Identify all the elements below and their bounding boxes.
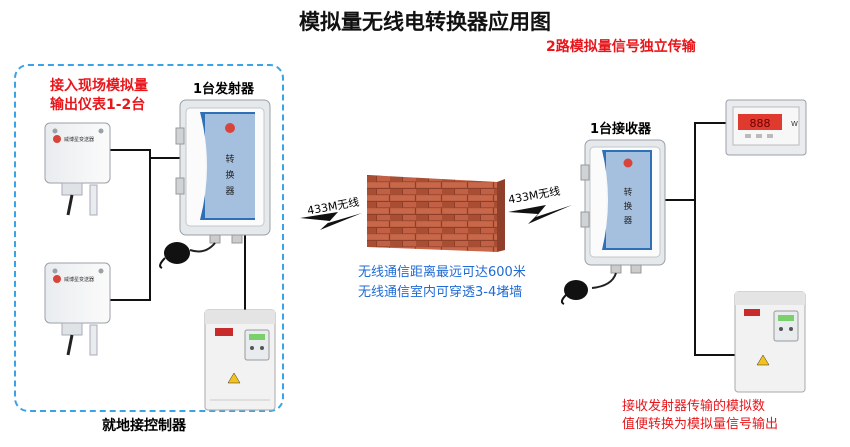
sensor-device-1: 威博星变送器 bbox=[44, 122, 111, 216]
transmitter-text-3: 器 bbox=[225, 186, 234, 197]
antenna-left bbox=[159, 242, 190, 269]
controller-right bbox=[734, 291, 806, 393]
receiver-text-3: 器 bbox=[624, 216, 633, 226]
receiver-label: 1台接收器 bbox=[590, 122, 652, 137]
wireless-note-line1: 无线通信距离最远可达600米 bbox=[358, 265, 526, 280]
local-area-frame bbox=[14, 64, 284, 412]
page-title: 模拟量无线电转换器应用图 bbox=[299, 10, 551, 34]
transmitter-label: 1台发射器 bbox=[193, 82, 255, 97]
brick-wall bbox=[367, 175, 505, 252]
transmitter-text-2: 换 bbox=[225, 169, 234, 181]
receiver-text-2: 换 bbox=[624, 201, 633, 212]
lightning-bolt-right bbox=[508, 205, 572, 224]
controller-left bbox=[204, 309, 276, 411]
sensor-brand-2: 威博星变送器 bbox=[64, 276, 94, 283]
input-note-line2: 输出仪表1-2台 bbox=[50, 97, 146, 113]
antenna-right bbox=[560, 280, 588, 305]
input-note-line1: 接入现场模拟量 bbox=[50, 78, 148, 94]
output-note-line1: 接收发射器传输的模拟数 bbox=[622, 399, 766, 414]
svg-text:888: 888 bbox=[750, 117, 771, 130]
receiver-text-1: 转 bbox=[624, 187, 633, 198]
subtitle: 2路模拟量信号独立传输 bbox=[546, 39, 696, 55]
transmitter-text-1: 转 bbox=[225, 153, 234, 165]
lightning-bolt-left bbox=[300, 212, 362, 230]
wireless-note-line2: 无线通信室内可穿透3-4堵墙 bbox=[358, 285, 523, 300]
sensor-brand-1: 威博星变送器 bbox=[64, 136, 94, 143]
local-control-label: 就地接控制器 bbox=[102, 418, 186, 434]
receiver-device: 转 换 器 bbox=[580, 139, 666, 289]
meter-unit: W bbox=[791, 120, 798, 128]
transmitter-device: 转 换 器 bbox=[175, 99, 271, 253]
sensor-device-2: 威博星变送器 bbox=[44, 262, 111, 356]
panel-meter: 888 W bbox=[725, 99, 807, 156]
wiring-right bbox=[662, 122, 735, 356]
output-note-line2: 值便转换为模拟量信号输出 bbox=[622, 417, 779, 432]
